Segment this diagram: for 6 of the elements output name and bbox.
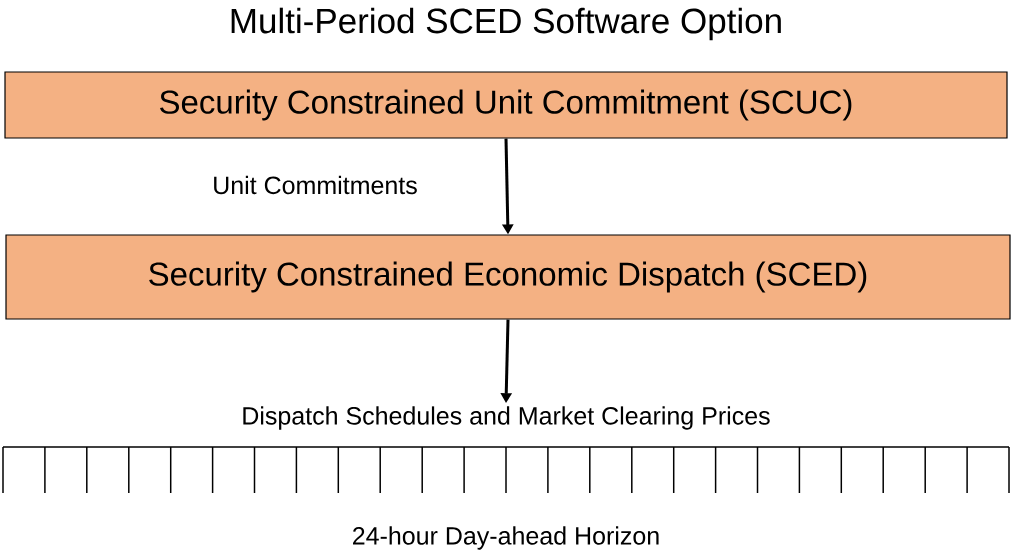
process-box: Security Constrained Economic Dispatch (SCED) <box>5 234 1011 320</box>
edge-label: Unit Commitments <box>214 175 417 195</box>
title: Multi-Period SCED Software Option <box>231 7 781 41</box>
process-box: Security Constrained Unit Commitment (SCUC) <box>4 71 1008 139</box>
output-text: Dispatch Schedules and Market Clearing Prices <box>243 406 770 430</box>
axis-label: 24-hour Day-ahead Horizon <box>353 526 659 550</box>
